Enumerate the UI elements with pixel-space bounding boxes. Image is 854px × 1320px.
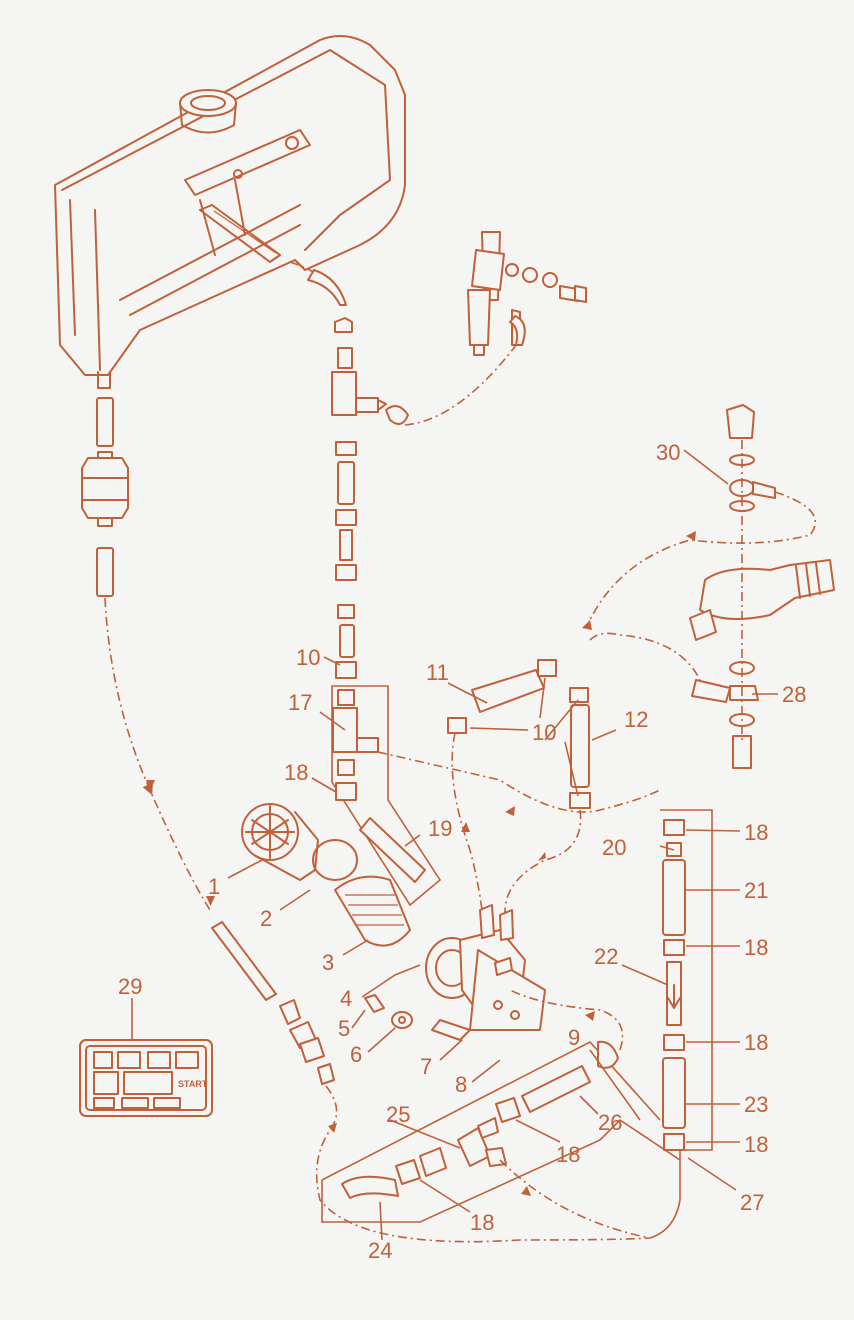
label-28: 28 [782,682,806,707]
label-29: 29 [118,974,142,999]
hose-11-12 [447,659,591,809]
lower-tee-group [321,1040,681,1223]
label-18-upper: 18 [284,760,308,785]
label-30: 30 [656,440,680,465]
return-line-right [649,809,713,1239]
lower-left-line [211,921,335,1085]
label-10-left: 10 [296,645,320,670]
leader-lines [131,449,778,1241]
injector-assembly [467,231,587,356]
decal-start-text: START [178,1079,208,1089]
label-21: 21 [744,878,768,903]
label-18-r3: 18 [744,1030,768,1055]
label-19: 19 [428,816,452,841]
label-2: 2 [260,906,272,931]
label-22: 22 [594,944,618,969]
label-4: 4 [340,986,352,1011]
label-18-lower-a: 18 [556,1142,580,1167]
label-3: 3 [322,950,334,975]
label-17: 17 [288,690,312,715]
decal-29: START [79,1039,213,1117]
label-18-r2: 18 [744,935,768,960]
tee-group-17 [331,685,442,907]
part-labels: 1 2 3 4 5 6 7 8 9 10 10 11 12 17 18 18 1… [118,440,806,1263]
label-18-lower-b: 18 [470,1210,494,1235]
label-11: 11 [426,660,449,685]
label-24: 24 [368,1238,392,1263]
fuel-tank [54,35,406,389]
label-5: 5 [338,1016,350,1041]
label-26: 26 [598,1110,622,1135]
label-8: 8 [455,1072,467,1097]
label-10-right: 10 [532,720,556,745]
label-25: 25 [386,1102,410,1127]
label-20: 20 [602,835,626,860]
filter-housing-assembly [241,803,546,1041]
label-18-r4: 18 [744,1132,768,1157]
label-27: 27 [740,1190,764,1215]
label-12: 12 [624,707,648,732]
label-23: 23 [744,1092,768,1117]
label-1: 1 [208,874,220,899]
label-18-r1: 18 [744,820,768,845]
label-6: 6 [350,1042,362,1067]
fuel-pump-assembly [689,404,835,769]
label-9: 9 [568,1025,580,1050]
label-7: 7 [420,1054,432,1079]
inline-filter-assembly [81,397,129,597]
